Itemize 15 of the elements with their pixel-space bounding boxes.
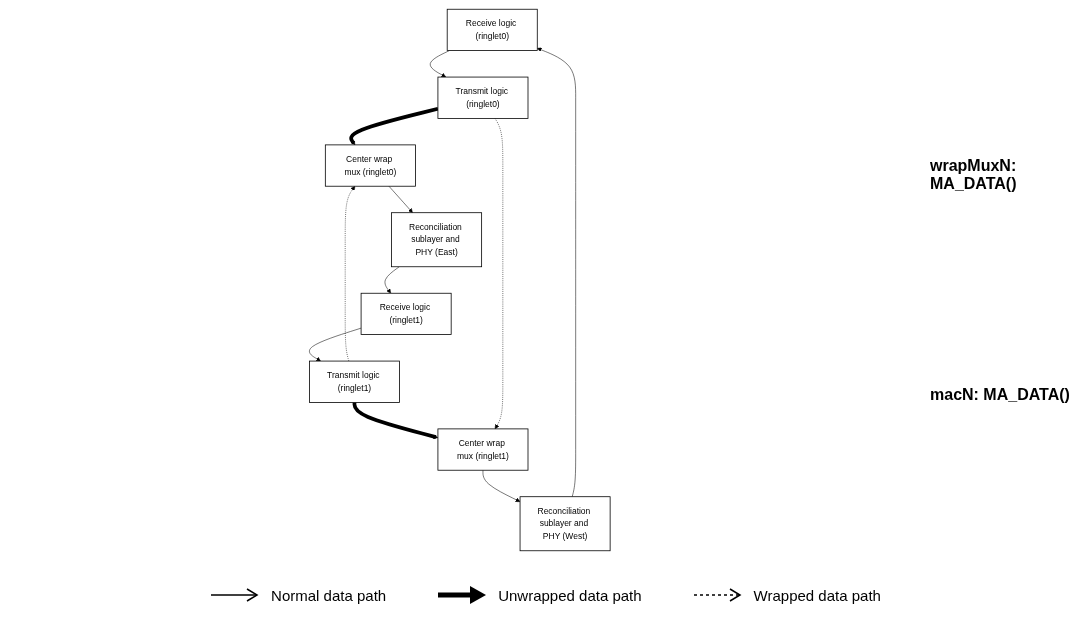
legend-text: Unwrapped data path <box>498 586 642 604</box>
interface-label: macN: MA_DATA() <box>930 385 1071 404</box>
legend-text: Wrapped data path <box>753 586 881 604</box>
node-box: Receive logic (ringlet1) <box>360 292 452 335</box>
arrow <box>349 107 439 146</box>
node-box: Receive logic (ringlet0) <box>447 8 538 51</box>
interface-label: wrapMuxN: MA_DATA() <box>930 156 1018 193</box>
legend-text: Normal data path <box>271 586 387 604</box>
node-box: Center wrap mux (ringlet1) <box>437 428 529 471</box>
node-box: Transmit logic (ringlet1) <box>309 360 401 403</box>
node-box: Transmit logic (ringlet0) <box>437 76 529 119</box>
node-box: Reconciliation sublayer and PHY (West) <box>519 496 611 552</box>
arrow <box>352 402 439 439</box>
node-box: Reconciliation sublayer and PHY (East) <box>391 212 483 268</box>
node-box: Center wrap mux (ringlet0) <box>325 144 417 187</box>
